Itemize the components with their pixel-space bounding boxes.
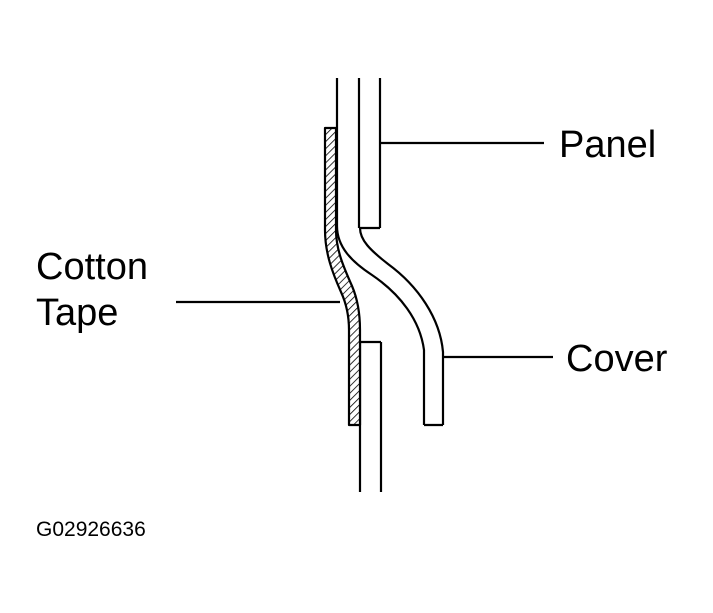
cover-label: Cover bbox=[566, 338, 668, 380]
cover-piece bbox=[335, 78, 445, 427]
lower-panel-sheet bbox=[358, 340, 383, 492]
figure-code: G02926636 bbox=[36, 518, 146, 541]
upper-panel-sheet bbox=[357, 78, 382, 230]
cotton-tape bbox=[323, 126, 362, 427]
cotton-label: Cotton bbox=[36, 246, 148, 288]
tape-label: Tape bbox=[36, 292, 119, 334]
panel-label: Panel bbox=[559, 124, 657, 166]
